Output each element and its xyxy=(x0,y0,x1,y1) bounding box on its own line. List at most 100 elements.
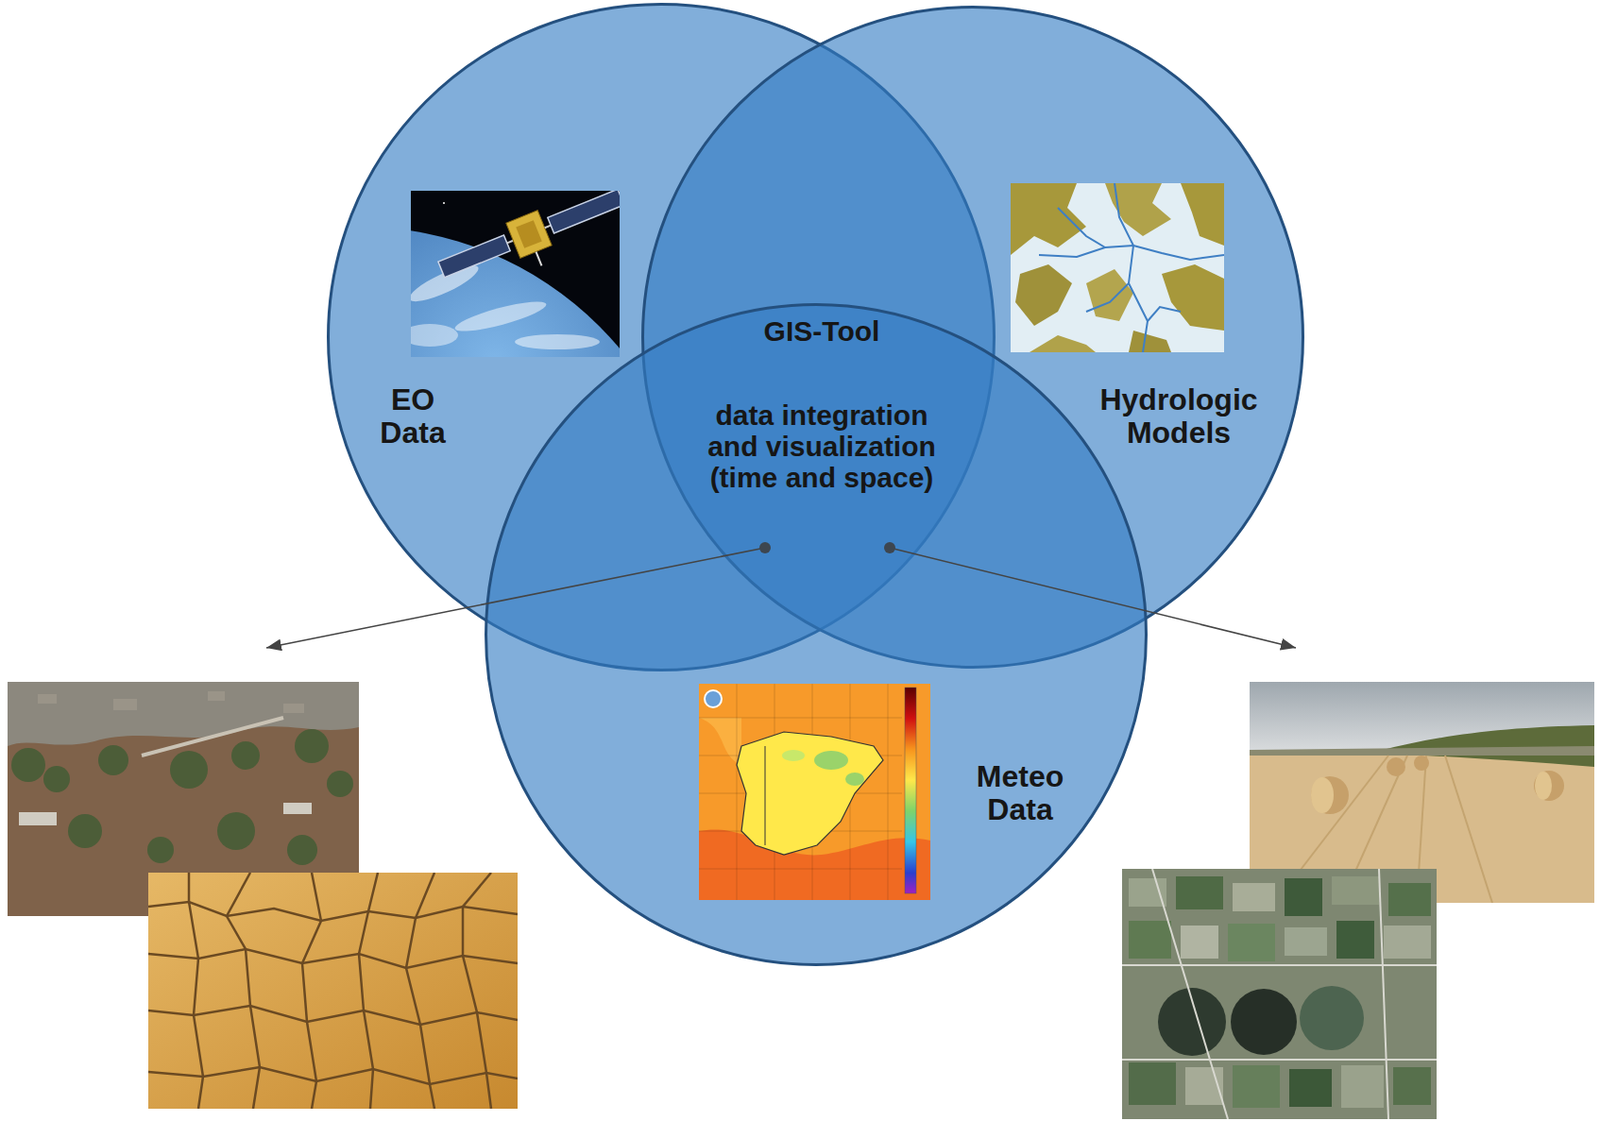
venn-circle: EO Data xyxy=(326,2,996,672)
art-shape xyxy=(515,220,543,249)
art-shape xyxy=(148,872,518,1109)
art-shape xyxy=(1232,883,1276,912)
art-shape xyxy=(1341,1065,1384,1108)
art-shape xyxy=(326,770,354,798)
art-shape xyxy=(1299,986,1364,1051)
art-shape xyxy=(759,542,771,554)
aerial-photo xyxy=(1122,868,1437,1120)
art-shape xyxy=(736,731,884,855)
art-shape xyxy=(37,694,57,704)
art-shape xyxy=(302,872,322,1109)
art-shape xyxy=(1445,755,1493,903)
art-shape xyxy=(704,690,722,708)
art-shape xyxy=(1057,207,1106,248)
art-shape xyxy=(1086,269,1134,322)
art-shape xyxy=(1284,927,1328,956)
art-shape xyxy=(1289,1069,1332,1107)
art-shape xyxy=(698,717,903,719)
art-shape xyxy=(698,683,903,901)
art-shape xyxy=(18,802,312,826)
art-shape xyxy=(11,748,46,783)
art-shape xyxy=(1413,755,1430,771)
art-shape xyxy=(294,729,329,764)
art-shape xyxy=(170,750,208,789)
terrain-map xyxy=(1010,183,1225,353)
art-shape xyxy=(698,717,742,766)
art-shape xyxy=(406,872,435,1109)
art-shape xyxy=(141,717,284,756)
art-shape xyxy=(37,691,305,714)
art-shape xyxy=(147,836,174,864)
art-shape xyxy=(283,703,305,714)
art-shape xyxy=(1175,876,1224,910)
art-shape xyxy=(452,295,548,337)
art-shape xyxy=(11,729,354,866)
art-shape xyxy=(1038,183,1225,353)
art-shape xyxy=(442,202,445,205)
center-label: data integration and visualization (time… xyxy=(695,399,949,494)
art-shape xyxy=(698,868,903,870)
art-shape xyxy=(43,765,70,793)
art-shape xyxy=(547,190,620,234)
art-shape xyxy=(1232,1065,1280,1108)
art-shape xyxy=(535,252,542,267)
center-label: GIS-Tool xyxy=(717,315,926,347)
circle-label: EO Data xyxy=(365,383,460,450)
art-shape xyxy=(845,772,865,786)
art-shape xyxy=(434,190,620,302)
art-shape xyxy=(782,749,805,762)
art-shape xyxy=(1086,283,1129,312)
art-shape xyxy=(1533,770,1565,801)
art-shape xyxy=(544,225,551,229)
art-shape xyxy=(1227,923,1276,962)
art-shape xyxy=(1161,264,1225,331)
art-shape xyxy=(1383,925,1431,959)
art-shape xyxy=(1122,868,1437,1120)
art-shape xyxy=(1378,868,1389,1120)
art-shape xyxy=(217,812,256,851)
art-shape xyxy=(884,542,896,554)
art-shape xyxy=(887,683,889,901)
art-shape xyxy=(1114,183,1148,353)
art-shape xyxy=(1122,868,1437,1120)
art-shape xyxy=(1310,777,1334,814)
art-shape xyxy=(1230,988,1297,1056)
art-shape xyxy=(68,814,103,849)
art-shape xyxy=(1388,883,1431,917)
art-shape xyxy=(1534,771,1552,800)
art-shape xyxy=(226,872,260,1109)
venn-circle: Hydrologic Models xyxy=(641,5,1305,669)
art-shape xyxy=(148,872,518,1109)
art-shape xyxy=(1284,878,1323,917)
art-shape xyxy=(1128,330,1172,353)
art-shape xyxy=(358,872,378,1109)
art-shape xyxy=(765,746,766,846)
art-shape xyxy=(1378,725,1595,767)
weather-map xyxy=(698,683,931,901)
art-shape xyxy=(1038,245,1134,257)
art-shape xyxy=(18,812,57,826)
art-shape xyxy=(1147,306,1181,322)
art-shape xyxy=(1336,920,1375,959)
art-shape xyxy=(1180,183,1225,246)
art-shape xyxy=(814,750,849,770)
satellite-photo xyxy=(410,190,620,358)
circle-outline xyxy=(641,5,1305,669)
art-shape xyxy=(1128,920,1172,959)
art-shape xyxy=(1310,776,1349,815)
art-shape xyxy=(1029,335,1096,353)
art-shape xyxy=(410,323,459,347)
art-shape xyxy=(1310,755,1565,815)
art-shape xyxy=(1386,757,1406,777)
art-shape xyxy=(1152,868,1228,1120)
art-shape xyxy=(506,210,552,259)
art-shape xyxy=(1133,245,1225,260)
art-shape xyxy=(438,235,511,278)
art-shape xyxy=(1128,1062,1176,1106)
circle-outline xyxy=(326,2,996,672)
art-shape xyxy=(904,687,917,894)
art-shape xyxy=(1010,183,1087,256)
art-shape xyxy=(1122,964,1437,967)
